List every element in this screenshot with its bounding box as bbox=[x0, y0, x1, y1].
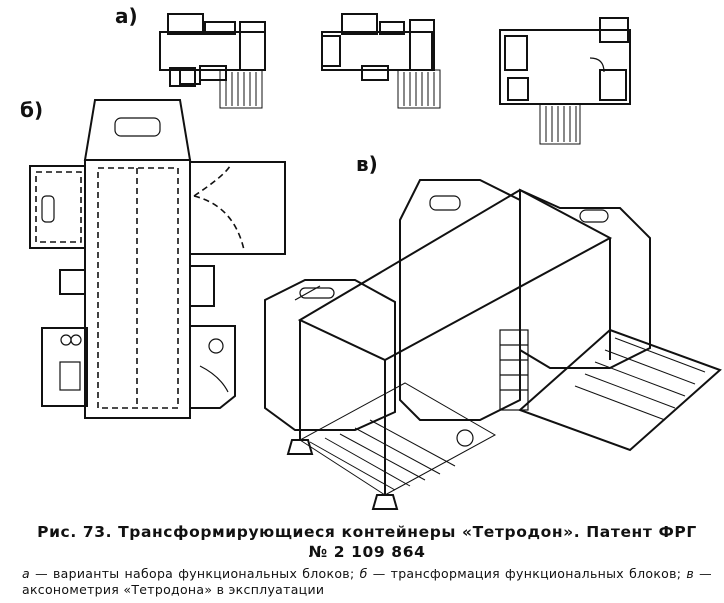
label-a: а) bbox=[115, 4, 138, 28]
caption-title-line1: Рис. 73. Трансформирующиеся контейнеры «… bbox=[37, 523, 697, 541]
caption-title-line2: № 2 109 864 bbox=[308, 543, 426, 561]
caption-desc-b: — трансформация функциональных блоков; bbox=[367, 566, 687, 581]
technical-drawing: а) б) в) bbox=[20, 4, 722, 510]
figure-caption-title: Рис. 73. Трансформирующиеся контейнеры «… bbox=[22, 522, 712, 562]
caption-desc-v: — аксонометрия «Тетродона» в эксплуатаци… bbox=[22, 566, 712, 597]
container-drawings bbox=[29, 13, 722, 510]
axonometric-view bbox=[264, 179, 722, 510]
label-b: б) bbox=[20, 98, 44, 122]
figure-caption-description: а — варианты набора функциональных блоко… bbox=[22, 566, 712, 598]
caption-letter-b: б bbox=[359, 566, 368, 581]
variant-plan-1 bbox=[159, 13, 266, 109]
label-v: в) bbox=[356, 152, 378, 176]
variant-plan-3 bbox=[499, 17, 631, 145]
caption-desc-a: — варианты набора функциональных блоков; bbox=[29, 566, 360, 581]
caption-letter-v: в bbox=[686, 566, 695, 581]
transformation-plan bbox=[29, 99, 286, 419]
caption-letter-a: а bbox=[22, 566, 30, 581]
variant-plan-2 bbox=[321, 13, 441, 109]
